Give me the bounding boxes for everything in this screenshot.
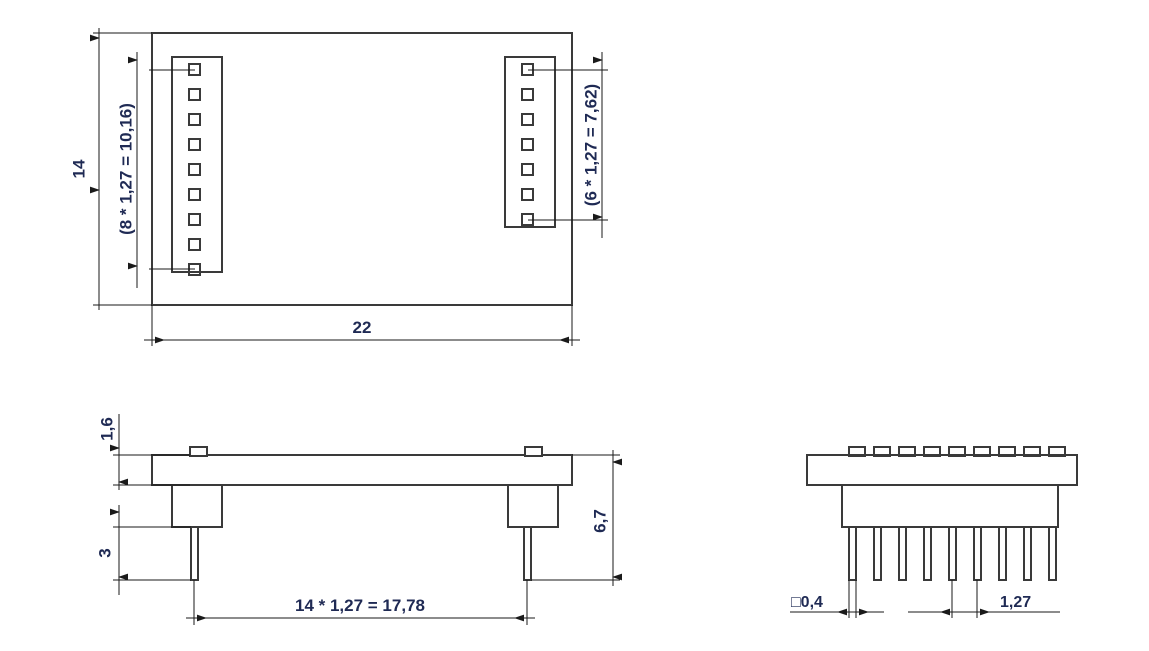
dimension-right-connector-pitch: (6 * 1,27 = 7,62) — [528, 52, 608, 238]
dimension-board-thickness-label: 1,6 — [97, 417, 116, 441]
top-view: 14 (8 * 1,27 = 10,16) (6 * 1,27 = 7,62) — [69, 28, 608, 346]
top-view-left-connector-body — [171, 56, 223, 273]
end-view: □0,4 1,27 — [790, 446, 1078, 618]
top-view-left-connector-pads — [188, 63, 201, 276]
side-view-right-pin — [523, 526, 532, 581]
dimension-pin-span-label: 14 * 1,27 = 17,78 — [295, 596, 425, 615]
dimension-board-height-label: 14 — [69, 159, 88, 178]
end-view-pins — [848, 526, 1057, 581]
end-view-board — [806, 454, 1078, 486]
dimension-board-width-label: 22 — [353, 318, 372, 337]
dimension-board-width: 22 — [144, 305, 580, 346]
dimension-pin-pitch: 1,27 — [908, 580, 1060, 618]
side-view-left-tab — [189, 446, 208, 457]
dimension-pin-pitch-label: 1,27 — [1000, 594, 1031, 611]
dimension-pin-span: 14 * 1,27 = 17,78 — [186, 580, 535, 625]
dimension-pin-cross-section: □0,4 — [790, 580, 884, 618]
side-view-right-tab — [524, 446, 543, 457]
top-view-right-connector-pads — [521, 63, 534, 226]
dimension-pin-cross-section-label: □0,4 — [791, 594, 823, 611]
dimension-overall-height: 6,7 — [531, 450, 622, 586]
dimension-right-connector-pitch-label: (6 * 1,27 = 7,62) — [581, 84, 600, 206]
dimension-left-connector-pitch-label: (8 * 1,27 = 10,16) — [116, 103, 135, 235]
end-view-connector-body — [841, 484, 1059, 528]
side-view: 1,6 3 6,7 14 * 1,27 = 17,78 — [95, 414, 622, 625]
side-view-right-connector-body — [507, 484, 559, 528]
end-view-top-tabs — [848, 446, 1066, 457]
dimension-board-height: 14 — [69, 28, 152, 310]
dimension-overall-height-label: 6,7 — [590, 509, 609, 533]
side-view-left-connector-body — [171, 484, 223, 528]
dimension-pin-protrusion-label: 3 — [95, 548, 114, 557]
dimension-left-connector-pitch: (8 * 1,27 = 10,16) — [116, 52, 195, 288]
side-view-board — [151, 454, 573, 486]
dimension-board-thickness: 1,6 — [97, 414, 190, 490]
top-view-board-outline — [151, 32, 573, 306]
dimension-pin-protrusion: 3 — [95, 505, 191, 595]
top-view-right-connector-body — [504, 56, 556, 228]
side-view-left-pin — [190, 526, 199, 581]
